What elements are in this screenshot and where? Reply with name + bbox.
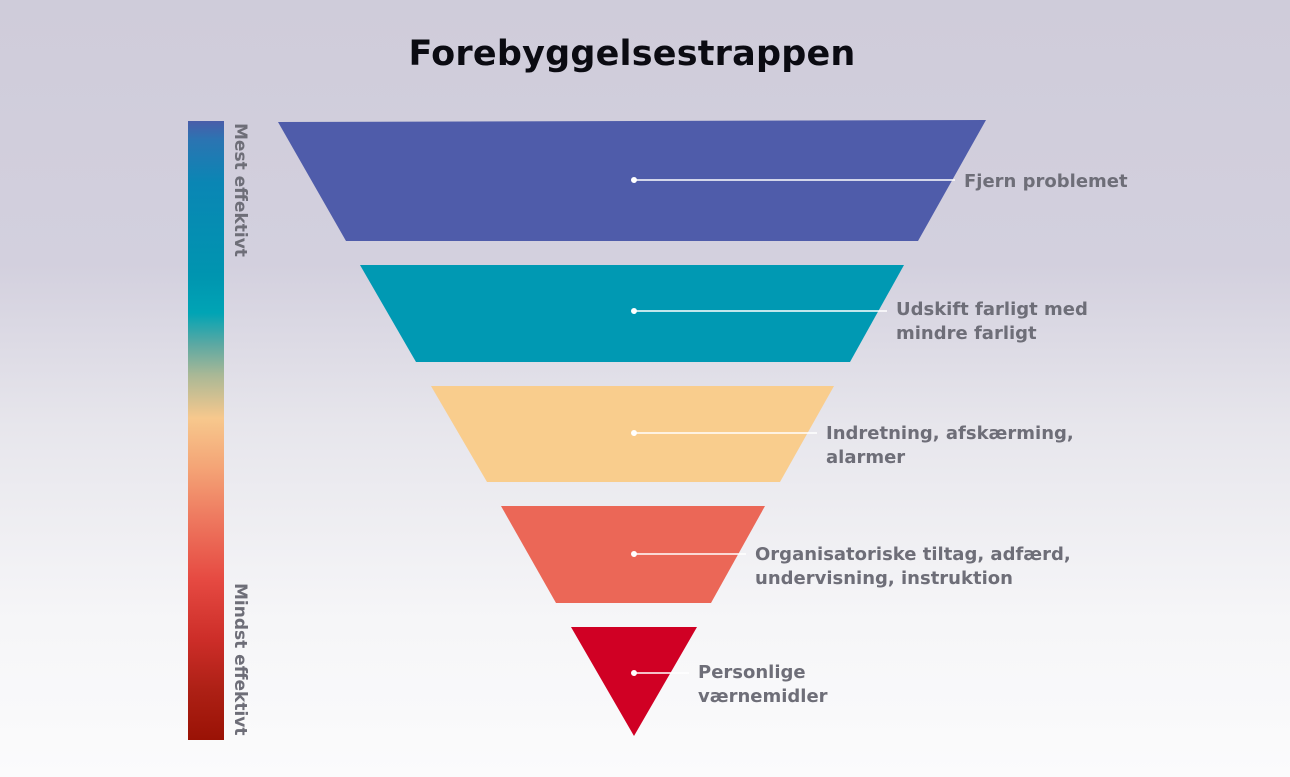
step-label-substitute: Udskift farligt med mindre farligt [896,299,1088,344]
step-label-ppe: Personlige værnemidler [698,662,828,707]
step-label-organisational-measures: Organisatoriske tiltag, adfærd, undervis… [755,544,1071,589]
scale-label-most-effective: Mest effektivt [230,123,250,257]
scale-label-least-effective: Mindst effektivt [230,583,250,736]
step-engineering-controls-connector-dot [631,430,637,436]
effectiveness-scale-bar [188,121,224,740]
step-substitute [360,265,904,362]
step-ppe [571,627,697,736]
step-organisational-measures-connector-dot [631,551,637,557]
step-ppe-connector-dot [631,670,637,676]
pyramid-connectors [631,177,955,676]
step-label-remove-problem: Fjern problemet [964,171,1128,192]
step-substitute-connector-dot [631,308,637,314]
page-title: Forebyggelsestrappen [408,34,856,74]
step-label-engineering-controls: Indretning, afskærming, alarmer [826,423,1074,468]
step-remove-problem-connector-dot [631,177,637,183]
